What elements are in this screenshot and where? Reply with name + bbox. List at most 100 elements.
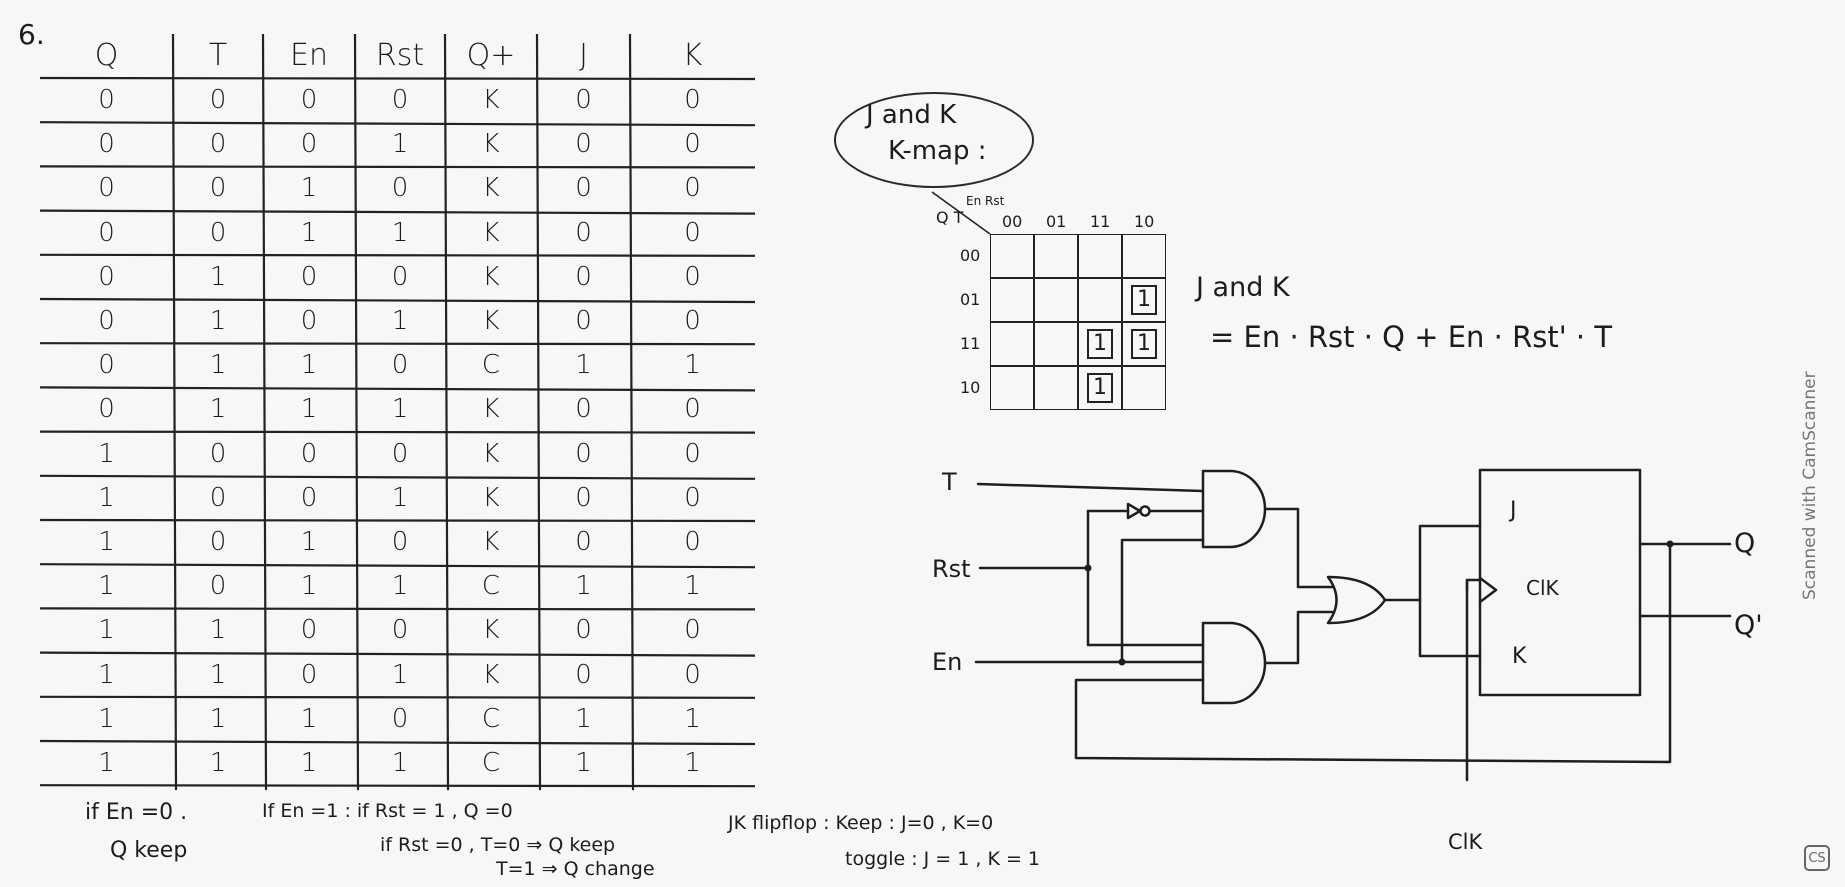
- kmap-cell: [1034, 278, 1078, 322]
- table-cell: 0: [391, 703, 409, 734]
- table-cell: 0: [98, 85, 115, 116]
- table-row-divider: [40, 695, 755, 699]
- table-cell: 0: [684, 659, 701, 690]
- table-cell: 1: [684, 748, 701, 779]
- table-column-divider: [261, 34, 268, 791]
- input-t-label: T: [942, 468, 957, 496]
- table-cell: 1: [300, 217, 318, 248]
- table-cell: 0: [684, 615, 701, 646]
- input-en-label: En: [932, 648, 963, 676]
- kmap-cell: 1: [1122, 278, 1166, 322]
- table-cell: 0: [209, 438, 227, 469]
- table-cell: 1: [300, 350, 318, 381]
- ff-clk-label: ClK: [1526, 576, 1559, 600]
- table-cell: 0: [391, 527, 409, 558]
- table-cell: 1: [98, 615, 115, 646]
- table-cell: K: [482, 129, 500, 160]
- table-cell: 0: [300, 261, 318, 292]
- table-cell: K: [482, 659, 500, 690]
- table-cell: C: [481, 350, 501, 381]
- table-cell: 0: [98, 306, 115, 337]
- table-cell: 1: [209, 615, 227, 646]
- table-cell: 1: [575, 748, 592, 779]
- table-cell: K: [482, 85, 500, 116]
- table-cell: 0: [391, 85, 409, 116]
- output-qbar-label: Q': [1734, 610, 1763, 641]
- table-cell: 0: [209, 482, 227, 513]
- table-cell: 1: [209, 350, 227, 381]
- table-row-divider: [40, 253, 755, 257]
- table-cell: 0: [209, 571, 227, 602]
- table-cell: 0: [575, 217, 592, 248]
- table-cell: 0: [575, 527, 592, 558]
- table-cell: 0: [575, 659, 592, 690]
- table-cell: 1: [209, 703, 227, 734]
- table-cell: 0: [300, 85, 318, 116]
- table-cell: 0: [98, 350, 115, 381]
- table-cell: 0: [209, 527, 227, 558]
- table-cell: 0: [684, 394, 701, 425]
- table-cell: 1: [391, 482, 409, 513]
- table-cell: 1: [391, 129, 409, 160]
- kmap-corner-diagonal: [931, 191, 991, 235]
- table-cell: 1: [98, 748, 115, 779]
- note-en1-line3: T=1 ⇒ Q change: [496, 858, 655, 880]
- table-cell: 1: [98, 659, 115, 690]
- jk-flipflop-box: [1478, 468, 1642, 697]
- table-row-divider: [40, 121, 755, 127]
- table-cell: 0: [684, 85, 701, 116]
- and-gate-lower: [1201, 621, 1267, 705]
- table-cell: 0: [575, 129, 592, 160]
- table-cell: 0: [98, 217, 115, 248]
- table-cell: 0: [98, 394, 115, 425]
- table-cell: 1: [98, 482, 115, 513]
- table-cell: 1: [391, 571, 409, 602]
- kmap-corner-left: Q T: [936, 208, 964, 227]
- table-cell: K: [482, 394, 500, 425]
- kmap-cell-value: 1: [1087, 373, 1113, 403]
- table-cell: 0: [391, 615, 409, 646]
- note-en0-line2: Q keep: [110, 838, 188, 863]
- ff-j-label: J: [1510, 498, 1517, 523]
- table-cell: 1: [575, 571, 592, 602]
- kmap-col-label: 11: [1090, 212, 1111, 231]
- circuit-diagram: [900, 440, 1750, 860]
- clk-input-label: ClK: [1448, 830, 1483, 854]
- table-cell: 1: [209, 659, 227, 690]
- table-cell: 0: [300, 129, 318, 160]
- kmap-bubble-line2: K-map :: [888, 136, 987, 166]
- ff-k-label: K: [1512, 644, 1527, 669]
- output-q-label: Q: [1734, 528, 1756, 559]
- table-cell: 1: [98, 527, 115, 558]
- table-cell: 1: [300, 173, 318, 204]
- kmap-cell-value: 1: [1131, 285, 1157, 315]
- kmap-row-label: 01: [960, 290, 981, 309]
- table-cell: 1: [209, 748, 227, 779]
- table-cell: 0: [684, 173, 701, 204]
- kmap-cell: 1: [1122, 322, 1166, 366]
- table-cell: 0: [391, 261, 409, 292]
- table-cell: K: [482, 173, 500, 204]
- kmap-cell: 1: [1078, 366, 1122, 410]
- table-cell: K: [482, 306, 500, 337]
- table-cell: 0: [575, 261, 592, 292]
- kmap-cell: [1034, 366, 1078, 410]
- table-row-divider: [40, 209, 755, 215]
- table-cell: 0: [300, 615, 318, 646]
- table-row-divider: [40, 739, 755, 746]
- note-jk-line1: JK flipflop : Keep : J=0 , K=0: [728, 812, 994, 834]
- table-cell: 1: [98, 571, 115, 602]
- table-header-cell: J: [579, 37, 588, 73]
- table-cell: 0: [300, 438, 318, 469]
- table-cell: 1: [391, 748, 409, 779]
- kmap-title-bubble: [834, 92, 1034, 188]
- kmap-cell: [1078, 234, 1122, 278]
- table-cell: 1: [98, 438, 115, 469]
- kmap-cell: [1034, 322, 1078, 366]
- table-cell: 0: [684, 306, 701, 337]
- kmap-row-label: 10: [960, 378, 981, 397]
- note-jk-line2: toggle : J = 1 , K = 1: [845, 848, 1041, 870]
- note-en1-line2: if Rst =0 , T=0 ⇒ Q keep: [380, 834, 616, 856]
- table-cell: 1: [300, 748, 318, 779]
